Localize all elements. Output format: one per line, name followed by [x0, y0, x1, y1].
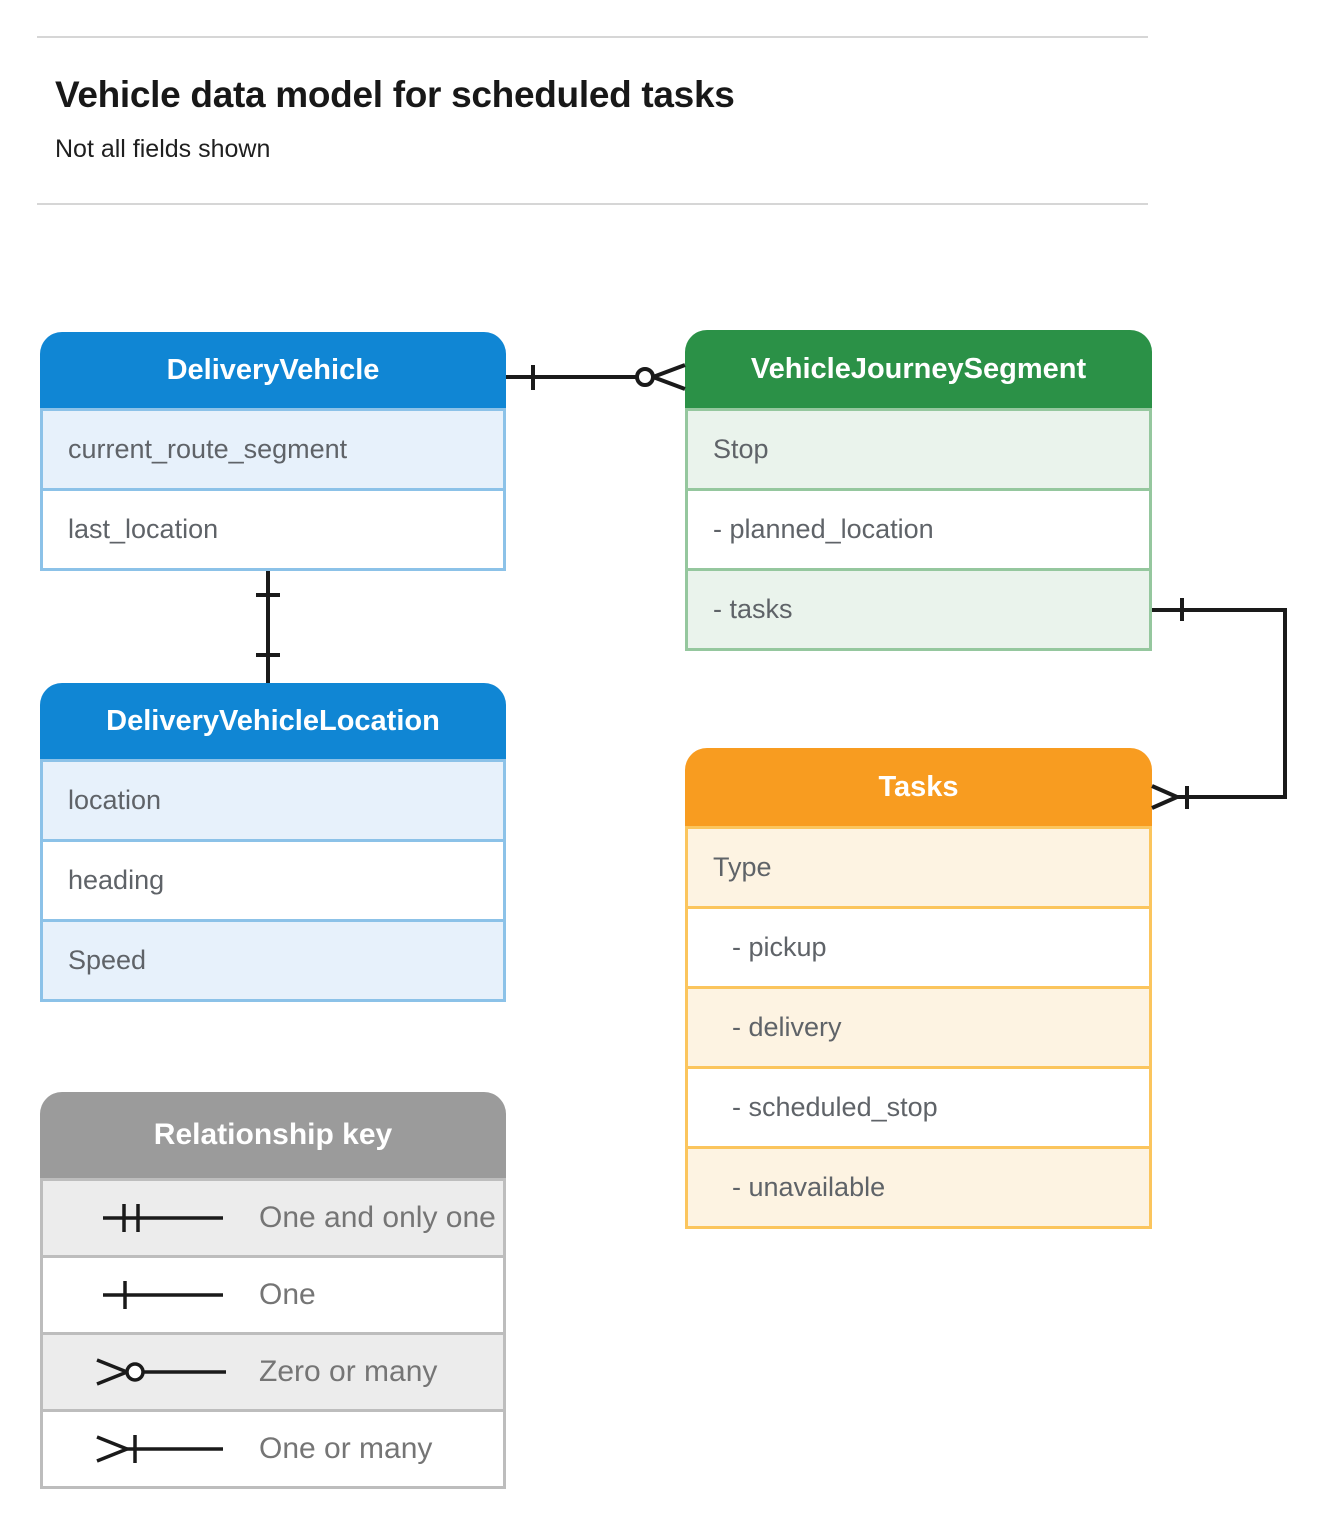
relationship-key-title: Relationship key — [40, 1092, 506, 1178]
connector-deliveryvehicle-to-vehiclejourneysegment — [506, 363, 686, 391]
key-row-one: One — [43, 1255, 503, 1332]
relationship-key: Relationship key One and only one One Ze… — [40, 1092, 506, 1489]
one-icon — [103, 1281, 223, 1309]
connector-tasksfield-to-tasks — [1151, 598, 1287, 810]
one-and-only-one-icon — [103, 1204, 223, 1232]
field-location: location — [43, 762, 503, 839]
field-last-location: last_location — [43, 488, 503, 568]
entity-vehicle-journey-segment-fields: Stop - planned_location - tasks — [685, 408, 1152, 651]
entity-vehicle-journey-segment: VehicleJourneySegment Stop - planned_loc… — [685, 330, 1152, 651]
key-label: One — [259, 1278, 316, 1311]
field-planned-location: - planned_location — [688, 488, 1149, 568]
crow-foot — [1151, 784, 1178, 810]
field-stop: Stop — [688, 411, 1149, 488]
header-divider — [37, 203, 1148, 205]
entity-delivery-vehicle-title: DeliveryVehicle — [40, 332, 506, 408]
one-or-many-icon — [96, 1435, 223, 1463]
entity-tasks-title: Tasks — [685, 748, 1152, 826]
field-delivery: - delivery — [688, 986, 1149, 1066]
zero-or-many-icon — [96, 1358, 226, 1386]
entity-vehicle-journey-segment-title: VehicleJourneySegment — [685, 330, 1152, 408]
top-divider — [37, 36, 1148, 38]
key-label: One or many — [259, 1432, 433, 1465]
field-unavailable: - unavailable — [688, 1146, 1149, 1226]
entity-delivery-vehicle-fields: current_route_segment last_location — [40, 408, 506, 571]
key-row-one-or-many: One or many — [43, 1409, 503, 1486]
field-current-route-segment: current_route_segment — [43, 411, 503, 488]
field-tasks: - tasks — [688, 568, 1149, 648]
relationship-key-rows: One and only one One Zero or many One or… — [40, 1178, 506, 1489]
connector-deliveryvehicle-to-deliveryvehiclelocation — [256, 571, 280, 683]
key-label: One and only one — [259, 1201, 496, 1234]
entity-tasks: Tasks Type - pickup - delivery - schedul… — [685, 748, 1152, 1229]
page-title: Vehicle data model for scheduled tasks — [55, 74, 735, 115]
entity-delivery-vehicle: DeliveryVehicle current_route_segment la… — [40, 332, 506, 571]
key-label: Zero or many — [259, 1355, 438, 1388]
key-row-zero-or-many: Zero or many — [43, 1332, 503, 1409]
entity-tasks-fields: Type - pickup - delivery - scheduled_sto… — [685, 826, 1152, 1229]
page-subtitle: Not all fields shown — [55, 135, 271, 163]
field-heading: heading — [43, 839, 503, 919]
key-row-one-and-only-one: One and only one — [43, 1181, 503, 1255]
field-speed: Speed — [43, 919, 503, 999]
field-scheduled-stop: - scheduled_stop — [688, 1066, 1149, 1146]
field-type: Type — [688, 829, 1149, 906]
zero-circle — [635, 367, 655, 387]
entity-delivery-vehicle-location: DeliveryVehicleLocation location heading… — [40, 683, 506, 1002]
field-pickup: - pickup — [688, 906, 1149, 986]
entity-delivery-vehicle-location-fields: location heading Speed — [40, 759, 506, 1002]
entity-delivery-vehicle-location-title: DeliveryVehicleLocation — [40, 683, 506, 759]
crow-foot — [652, 363, 686, 391]
